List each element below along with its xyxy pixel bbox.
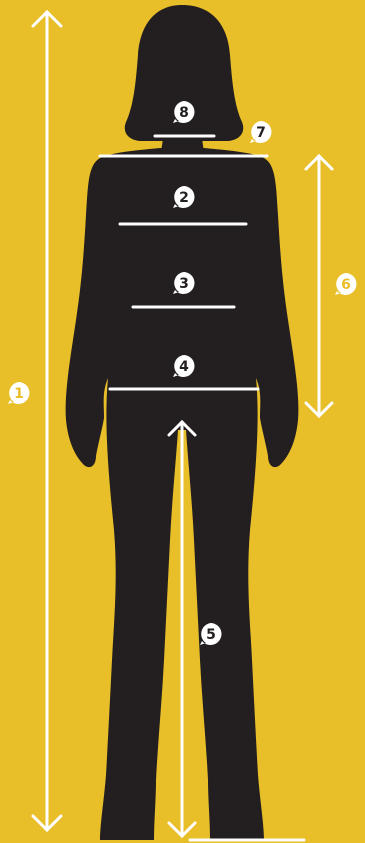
silhouette-neck (161, 125, 204, 152)
badge-7-number: 7 (256, 125, 266, 141)
badge-2-number: 2 (179, 190, 189, 206)
badge-5-number: 5 (206, 627, 216, 643)
badge-6-number: 6 (341, 277, 351, 293)
badge-4-number: 4 (179, 359, 189, 375)
badge-8-number: 8 (179, 105, 189, 121)
badge-1-number: 1 (14, 386, 24, 402)
badge-3-number: 3 (179, 276, 189, 292)
